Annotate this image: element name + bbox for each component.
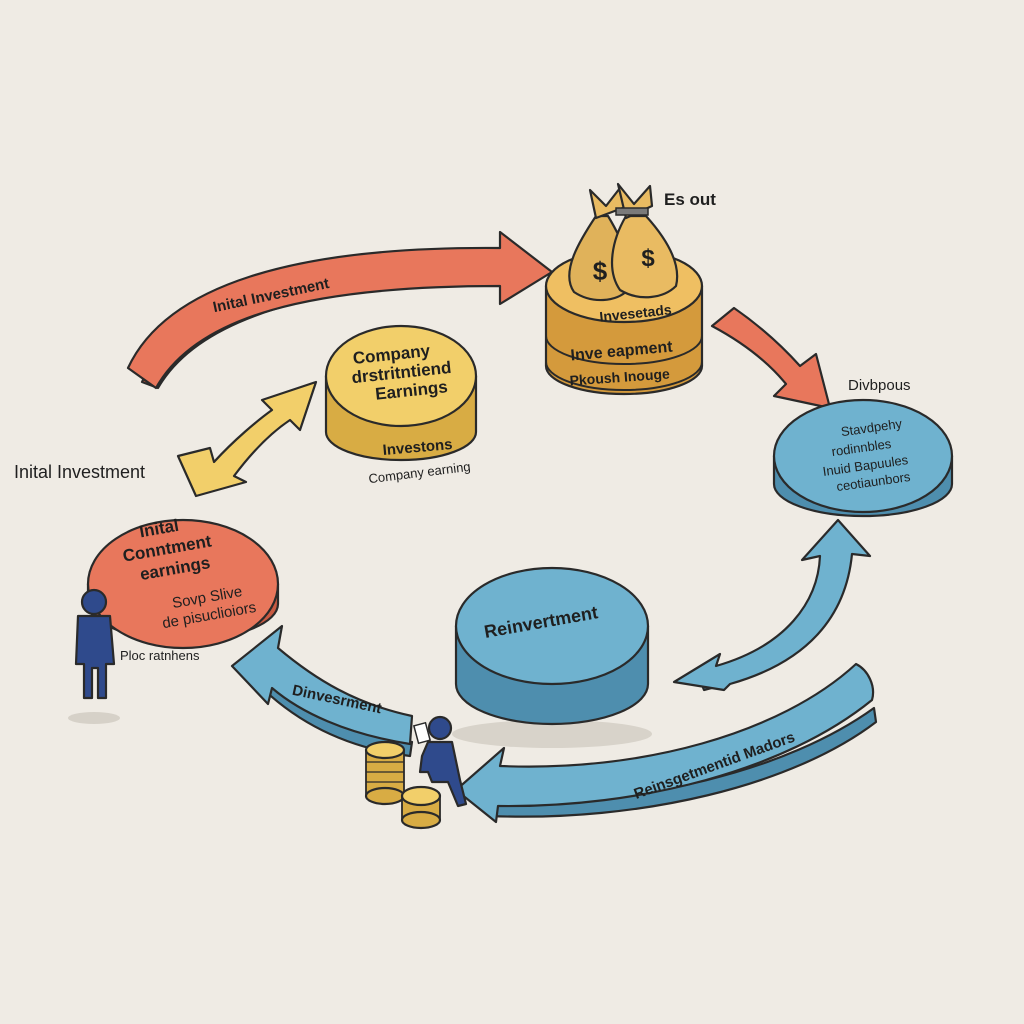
money-bag-icon: $ $ [568, 182, 679, 302]
stack-top-label: Invesetads [599, 301, 673, 324]
person-icon [68, 588, 120, 724]
yellow-disc-bottom: Investons [382, 436, 453, 459]
blue-arrow-right [672, 518, 872, 692]
svg-text:$: $ [593, 256, 608, 286]
top-right-tag: Es out [664, 190, 716, 209]
stack-bottom-label: Pkoush Inouge [569, 366, 670, 389]
right-tag: Divbpous [848, 377, 911, 394]
yellow-double-arrow [176, 380, 318, 498]
red-disc: Inital Conntment earnings Sovp Slive de … [86, 516, 280, 650]
blue-arrow-bottom-left: Dinvesrment [230, 624, 414, 758]
coin-stack-icon [364, 740, 442, 830]
right-red-arrow [710, 306, 832, 410]
left-title: Inital Investment [14, 462, 145, 482]
center-blue-disc: Reinvertment [452, 566, 652, 748]
svg-text:$: $ [641, 245, 655, 272]
sitting-person-icon [412, 715, 468, 808]
yellow-disc-caption: Company earning [368, 459, 472, 486]
red-disc-caption: Ploc ratnhens [120, 648, 200, 663]
yellow-disc: Company drstritntiend Earnings Investons… [324, 324, 478, 486]
right-blue-disc: Stavdpehy rodinnbles Inuid Bapuules ceot… [772, 398, 954, 518]
